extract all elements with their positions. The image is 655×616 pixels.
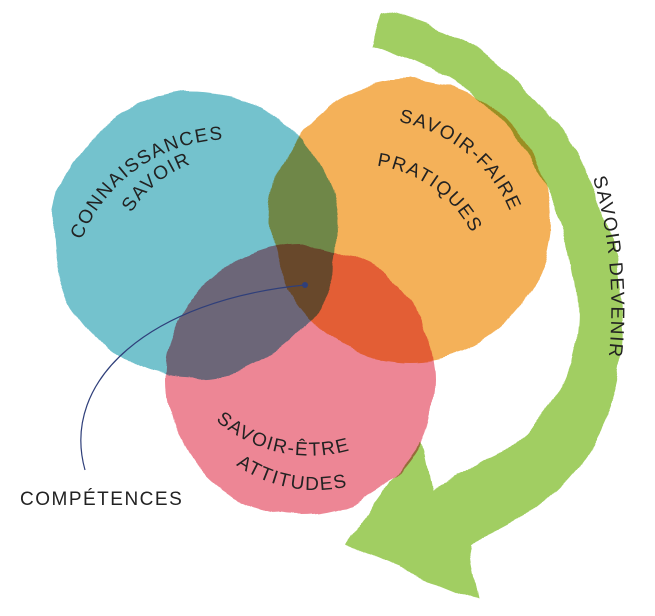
competences-connector-line xyxy=(80,284,306,471)
savoir-etre-circle xyxy=(165,245,435,515)
venn-circles xyxy=(52,80,550,515)
savoir-devenir-arrow xyxy=(345,10,624,600)
competences-connector-dot xyxy=(302,282,308,288)
competences-label: COMPÉTENCES xyxy=(20,489,183,510)
